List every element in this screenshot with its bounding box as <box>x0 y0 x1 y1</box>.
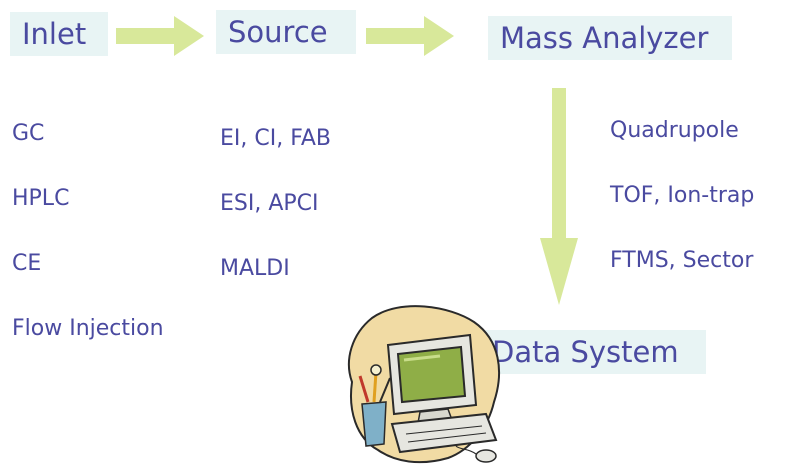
source-item: MALDI <box>220 256 290 281</box>
source-item: EI, CI, FAB <box>220 126 331 151</box>
stage-source: Source <box>216 10 356 54</box>
computer-clipart-icon <box>347 305 501 464</box>
stage-mass-analyzer: Mass Analyzer <box>488 16 732 60</box>
arrow-right-icon <box>116 16 204 56</box>
analyzer-item: TOF, Ion-trap <box>610 183 755 208</box>
inlet-item: GC <box>12 121 45 146</box>
source-item: ESI, APCI <box>220 191 319 216</box>
inlet-item: CE <box>12 251 42 276</box>
arrow-down-icon <box>540 88 578 305</box>
stage-data-system: Data System <box>480 330 706 374</box>
analyzer-item: FTMS, Sector <box>610 248 754 273</box>
analyzer-item: Quadrupole <box>610 118 739 143</box>
arrow-right-icon <box>366 16 454 56</box>
stage-inlet: Inlet <box>10 12 108 56</box>
inlet-item: HPLC <box>12 186 70 211</box>
inlet-item: Flow Injection <box>12 316 164 341</box>
